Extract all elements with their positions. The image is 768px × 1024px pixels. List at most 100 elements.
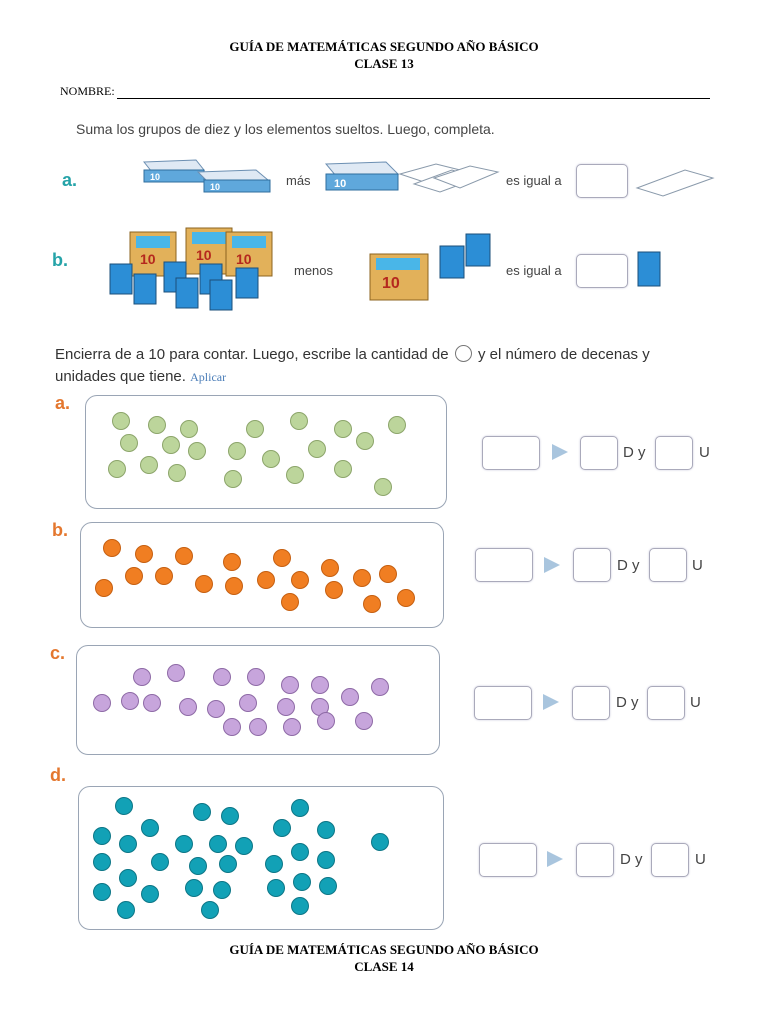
dot — [219, 855, 237, 873]
item-a-result-word: es igual a — [506, 173, 562, 188]
dot — [135, 545, 153, 563]
count-c-tens-box[interactable] — [572, 686, 610, 720]
aplicar-label: Aplicar — [190, 370, 227, 384]
dot — [353, 569, 371, 587]
dot — [119, 835, 137, 853]
arrow-icon — [547, 851, 563, 867]
dot — [334, 420, 352, 438]
svg-text:10: 10 — [210, 182, 220, 192]
dot — [121, 692, 139, 710]
count-c-units-box[interactable] — [647, 686, 685, 720]
name-label: NOMBRE: — [60, 84, 115, 98]
count-d-letter: d. — [50, 765, 66, 785]
arrow-icon — [552, 444, 568, 460]
count-a-panel — [85, 395, 447, 509]
dot — [103, 539, 121, 557]
count-a-d-label: D y — [623, 444, 646, 461]
dot — [148, 416, 166, 434]
arrow-icon — [544, 557, 560, 573]
dot — [193, 803, 211, 821]
count-d-units-box[interactable] — [651, 843, 689, 877]
class-number: CLASE 13 — [354, 56, 414, 71]
dot — [93, 694, 111, 712]
dot — [125, 567, 143, 585]
dot — [317, 712, 335, 730]
dot — [225, 577, 243, 595]
count-b-d-label: D y — [617, 557, 640, 574]
dot — [281, 676, 299, 694]
ten-boxes-group-a: 10 10 — [142, 159, 271, 193]
item-b-operation: menos — [294, 263, 334, 278]
dot — [224, 470, 242, 488]
dot — [286, 466, 304, 484]
svg-text:10: 10 — [236, 251, 252, 267]
dot — [325, 581, 343, 599]
count-b-total-box[interactable] — [475, 548, 533, 582]
circle-icon — [454, 345, 472, 362]
dot — [133, 668, 151, 686]
dot — [223, 718, 241, 736]
dot — [371, 678, 389, 696]
count-d-d-label: D y — [620, 851, 643, 868]
dot — [201, 901, 219, 919]
dot — [249, 718, 267, 736]
count-a-tens-box[interactable] — [580, 436, 618, 470]
count-a-total-box[interactable] — [482, 436, 540, 470]
count-d-panel — [78, 786, 444, 930]
ten-boxes-and-notebooks-b: 10 10 10 — [109, 227, 273, 311]
dot — [341, 688, 359, 706]
dot — [167, 664, 185, 682]
name-field[interactable]: NOMBRE: — [60, 84, 710, 99]
dot — [291, 571, 309, 589]
dot — [277, 698, 295, 716]
dot — [221, 807, 239, 825]
count-c-panel — [76, 645, 440, 755]
dot — [267, 879, 285, 897]
section1-instruction: Suma los grupos de diez y los elementos … — [76, 121, 495, 137]
notebook-unit-icon — [637, 251, 661, 287]
dot — [291, 799, 309, 817]
dot — [319, 877, 337, 895]
dot — [293, 873, 311, 891]
dot — [213, 881, 231, 899]
count-d-total-box[interactable] — [479, 843, 537, 877]
count-d-tens-box[interactable] — [576, 843, 614, 877]
dot — [291, 843, 309, 861]
item-a-answer-box[interactable] — [576, 164, 628, 198]
dot — [209, 835, 227, 853]
sheet-unit-icon — [635, 169, 715, 197]
dot — [265, 855, 283, 873]
count-a-units-box[interactable] — [655, 436, 693, 470]
dot — [355, 712, 373, 730]
count-c-d-label: D y — [616, 694, 639, 711]
instruction-part2: y el número de decenas y — [477, 346, 650, 363]
count-d-u-label: U — [695, 851, 706, 868]
count-c-total-box[interactable] — [474, 686, 532, 720]
svg-text:10: 10 — [140, 251, 156, 267]
svg-text:10: 10 — [196, 247, 212, 263]
name-line[interactable] — [116, 88, 710, 99]
dot — [188, 442, 206, 460]
item-b-answer-box[interactable] — [576, 254, 628, 288]
next-page-title: GUÍA DE MATEMÁTICAS SEGUNDO AÑO BÁSICO — [229, 942, 539, 957]
dot — [175, 547, 193, 565]
count-a-u-label: U — [699, 444, 710, 461]
dot — [93, 883, 111, 901]
dot — [228, 442, 246, 460]
dot — [235, 837, 253, 855]
dot — [195, 575, 213, 593]
dot — [262, 450, 280, 468]
dot — [140, 456, 158, 474]
count-b-units-box[interactable] — [649, 548, 687, 582]
svg-text:10: 10 — [150, 172, 160, 182]
dot — [179, 698, 197, 716]
dot — [223, 553, 241, 571]
dot — [162, 436, 180, 454]
dot — [117, 901, 135, 919]
count-b-tens-box[interactable] — [573, 548, 611, 582]
dot — [281, 593, 299, 611]
dot — [363, 595, 381, 613]
page-title: GUÍA DE MATEMÁTICAS SEGUNDO AÑO BÁSICO — [229, 39, 539, 54]
dot — [397, 589, 415, 607]
dot — [143, 694, 161, 712]
